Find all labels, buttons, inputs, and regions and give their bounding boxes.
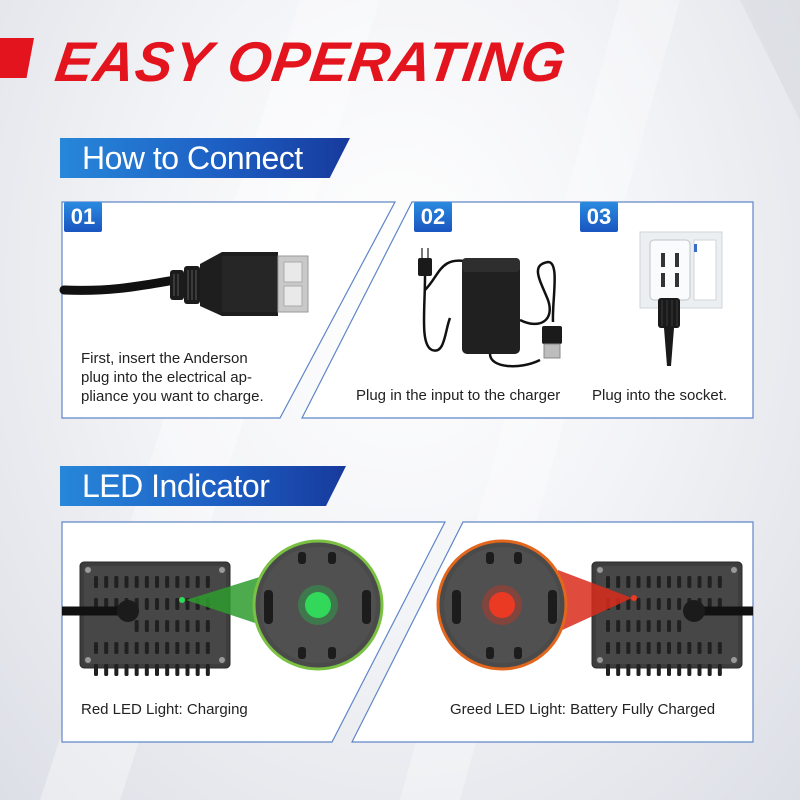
step-badge-02: 02: [414, 202, 452, 232]
led-right-caption: Greed LED Light: Battery Fully Charged: [450, 701, 716, 718]
step-3-caption: Plug into the socket.: [592, 387, 728, 404]
charger-vent-icon: [62, 561, 231, 676]
step-2-caption: Plug in the input to the charger: [356, 387, 561, 404]
led-zoom-icon: [436, 539, 637, 671]
charger-vent-icon: [591, 561, 753, 676]
wall-socket-icon: [639, 231, 723, 366]
section-heading-led-indicator: LED Indicator: [60, 466, 346, 506]
led-left-caption: Red LED Light: Charging: [81, 701, 248, 718]
led-zoom-icon: [179, 539, 384, 671]
step-badge-03: 03: [580, 202, 618, 232]
step-1-caption-line-2: plug into the electrical ap-: [81, 369, 252, 386]
step-1-caption-line-1: First, insert the Anderson: [81, 350, 248, 367]
charger-adapter-icon: [418, 248, 562, 368]
step-badge-01: 01: [64, 202, 102, 232]
step-1-caption-line-3: pliance you want to charge.: [81, 388, 264, 405]
section-heading-how-to-connect: How to Connect: [60, 138, 350, 178]
anderson-plug-icon: [59, 252, 309, 316]
